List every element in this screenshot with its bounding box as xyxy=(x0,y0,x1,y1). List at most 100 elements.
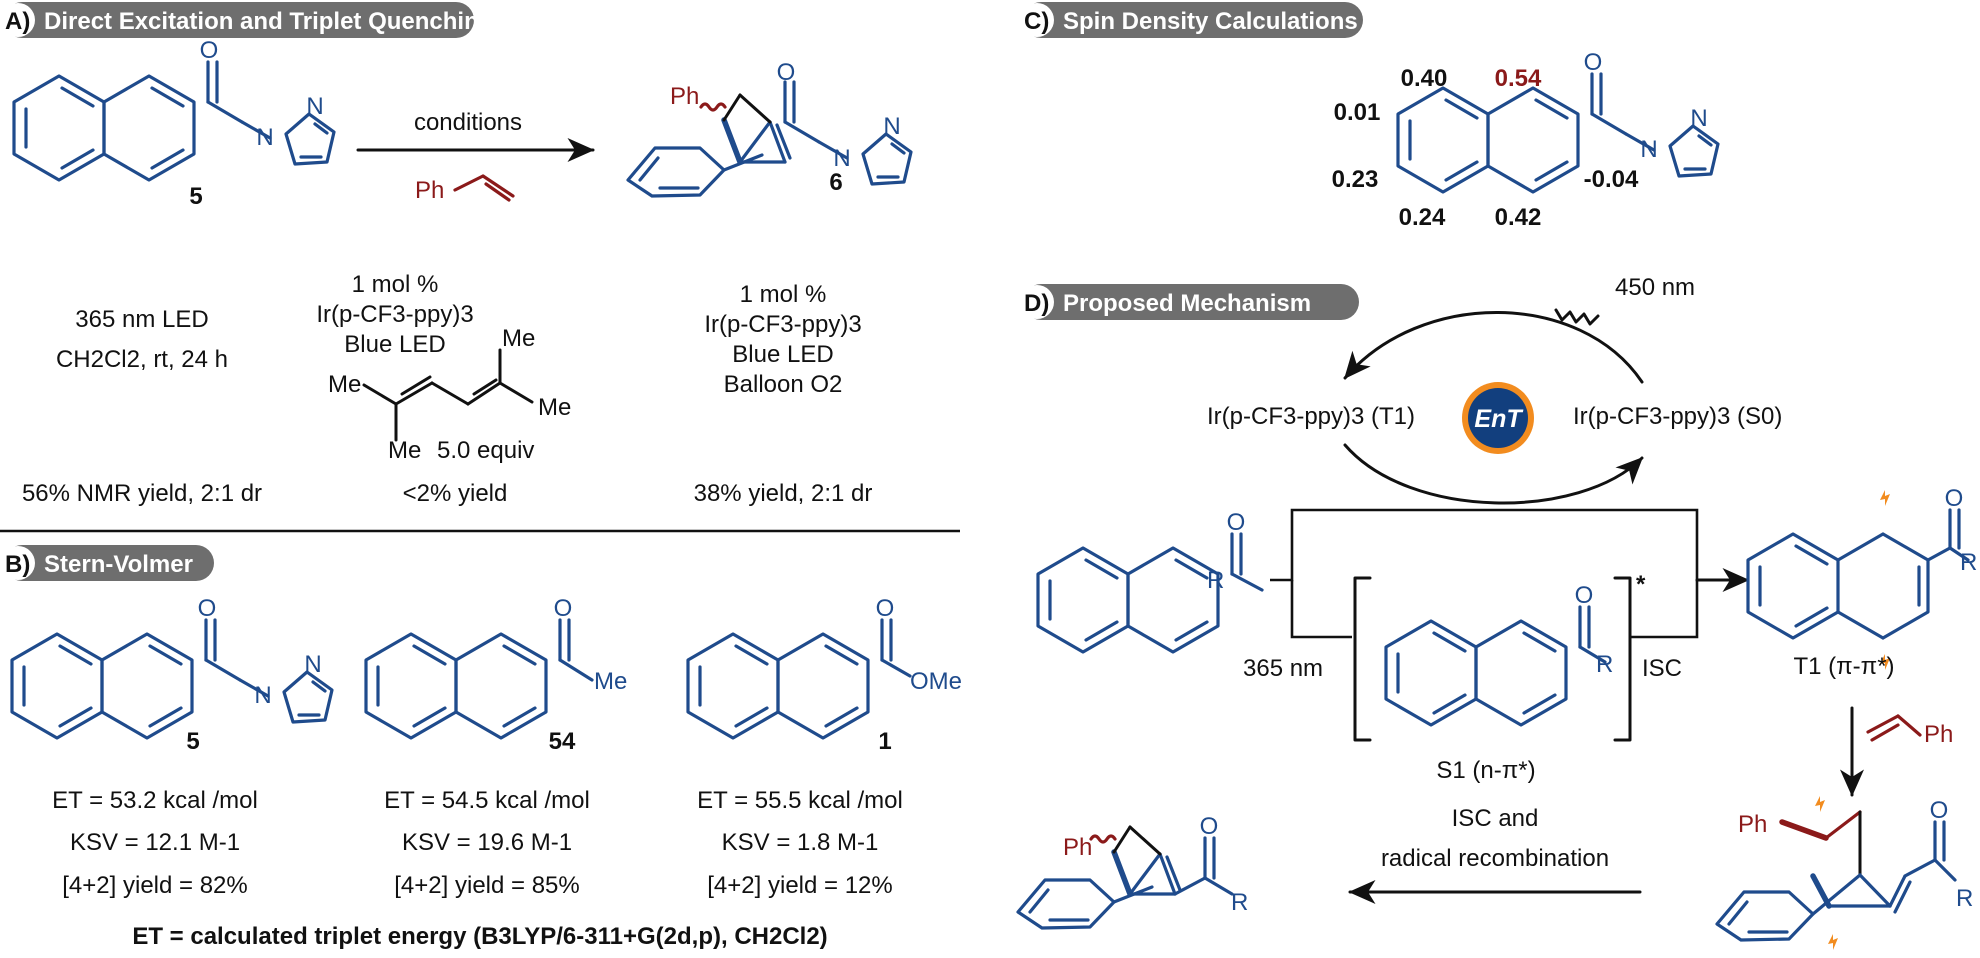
section-a-title: Direct Excitation and Triplet Quenching xyxy=(44,8,493,35)
styrene-adduct-biradical: O xyxy=(1715,797,1957,942)
sv-54-ksv: KSV = 19.6 M-1 xyxy=(402,829,572,856)
diene-me-4: Me xyxy=(538,394,571,421)
dimethylhexadiene-structure xyxy=(362,348,534,442)
sv-54-et: ET = 54.5 kcal /mol xyxy=(384,787,590,814)
svg-text:O: O xyxy=(1930,797,1949,824)
cond1-line2: CH2Cl2, rt, 24 h xyxy=(56,346,228,373)
product-6-structure: O N N xyxy=(626,59,913,198)
diene-me-3: Me xyxy=(502,325,535,352)
svg-text:N: N xyxy=(306,93,323,120)
ground-state-ketone: O xyxy=(1036,509,1264,654)
section-c-title: Spin Density Calculations xyxy=(1063,8,1358,35)
compound-6-number: 6 xyxy=(829,169,842,196)
cond3-line1: 1 mol % xyxy=(740,281,827,308)
section-b-title: Stern-Volmer xyxy=(44,551,193,578)
diene-me-2: Me xyxy=(388,437,421,464)
connector-top xyxy=(1270,508,1718,582)
styrene-ph-label: Ph xyxy=(415,177,444,204)
recombination-label-1: ISC and xyxy=(1452,805,1539,832)
isc-label: ISC xyxy=(1642,655,1682,682)
svg-text:O: O xyxy=(198,595,217,622)
sv-5-ksv: KSV = 12.1 M-1 xyxy=(70,829,240,856)
svg-text:O: O xyxy=(200,37,219,64)
cond3-line2: Ir(p-CF3-ppy)3 xyxy=(704,311,861,338)
spin-value-c5: 0.01 xyxy=(1334,99,1381,126)
arrow-label-conditions: conditions xyxy=(414,109,522,136)
svg-text:O: O xyxy=(876,595,895,622)
ent-badge: EnT xyxy=(1462,382,1534,454)
svg-text:N: N xyxy=(833,145,850,172)
final-cycloadduct: O xyxy=(1016,813,1234,930)
radical-electron-icon-ring xyxy=(1828,934,1838,950)
ent-label: EnT xyxy=(1474,405,1524,433)
spin-value-c4: 0.40 xyxy=(1401,65,1448,92)
section-d-letter: D) xyxy=(1024,290,1049,317)
radical-electron-icon-top xyxy=(1880,490,1890,506)
section-d-label: D) Proposed Mechanism xyxy=(1020,284,1359,320)
sv-54-yield: [4+2] yield = 85% xyxy=(394,872,579,899)
svg-text:O: O xyxy=(1584,49,1603,76)
product-ph-label: Ph xyxy=(670,83,699,110)
cond3-line3: Blue LED xyxy=(732,341,833,368)
s1-label: S1 (n-π*) xyxy=(1436,757,1535,784)
cond2-yield: <2% yield xyxy=(403,480,508,507)
compound-5-number: 5 xyxy=(189,183,202,210)
section-c-letter: C) xyxy=(1024,8,1049,35)
sv-compound-5-number: 5 xyxy=(186,728,199,755)
final-product-ph: Ph xyxy=(1063,834,1092,861)
adduct-r: R xyxy=(1956,885,1973,912)
substrate-5-structure: O N N xyxy=(12,37,336,182)
cond2-line2: Ir(p-CF3-ppy)3 xyxy=(316,301,473,328)
svg-text:O: O xyxy=(777,59,796,86)
styrene-ph: Ph xyxy=(1924,721,1953,748)
sv-1-ksv: KSV = 1.8 M-1 xyxy=(722,829,879,856)
adduct-ph: Ph xyxy=(1738,811,1767,838)
cond1-line1: 365 nm LED xyxy=(75,306,208,333)
t1-biradical: O xyxy=(1746,485,1970,640)
diene-me-1: Me xyxy=(328,371,361,398)
spin-value-c3: 0.42 xyxy=(1495,204,1542,231)
visible-light-label: 450 nm xyxy=(1615,274,1695,301)
t1-label: T1 (π-π*) xyxy=(1793,653,1894,680)
triplet-energy-footnote: ET = calculated triplet energy (B3LYP/6-… xyxy=(132,923,827,950)
connector-lower-right xyxy=(1630,580,1699,639)
svg-text:O: O xyxy=(1200,813,1219,840)
recombination-label-2: radical recombination xyxy=(1381,845,1609,872)
radical-electron-icon-benzylic xyxy=(1815,796,1825,812)
cycle-arrow-top xyxy=(1343,311,1644,384)
cycle-arrow-bottom xyxy=(1343,443,1644,505)
diene-equiv: 5.0 equiv xyxy=(437,437,534,464)
styrene-reagent: Ph xyxy=(415,174,515,204)
svg-text:N: N xyxy=(304,651,321,678)
cond3-yield: 38% yield, 2:1 dr xyxy=(694,480,873,507)
svg-text:N: N xyxy=(256,124,273,151)
cond3-line4: Balloon O2 xyxy=(724,371,843,398)
ir-t1-label: Ir(p-CF3-ppy)3 (T1) xyxy=(1207,403,1415,430)
sv-5-yield: [4+2] yield = 82% xyxy=(62,872,247,899)
section-b-label: B) Stern-Volmer xyxy=(1,545,214,581)
spin-value-c7: 0.24 xyxy=(1399,204,1446,231)
spin-value-c6: 0.23 xyxy=(1332,166,1379,193)
radical-electron-icon-bottom xyxy=(1880,654,1890,670)
s1-excited-mark: * xyxy=(1636,571,1646,598)
sv-1-et: ET = 55.5 kcal /mol xyxy=(697,787,903,814)
spin-value-c2: -0.04 xyxy=(1584,166,1639,193)
t1-r: R xyxy=(1960,549,1977,576)
spin-value-c1: 0.54 xyxy=(1495,65,1542,92)
section-a-label: A) Direct Excitation and Triplet Quenchi… xyxy=(1,2,493,38)
sv-1-yield: [4+2] yield = 12% xyxy=(707,872,892,899)
svg-text:N: N xyxy=(1640,136,1657,163)
svg-text:N: N xyxy=(883,113,900,140)
spin-density-structure: O N N xyxy=(1396,49,1720,194)
compound-54-substituent: Me xyxy=(594,668,627,695)
s1-excited-state: O xyxy=(1353,576,1632,742)
ground-state-r: R xyxy=(1207,567,1224,594)
section-b-letter: B) xyxy=(5,551,30,578)
sv-5-et: ET = 53.2 kcal /mol xyxy=(52,787,258,814)
svg-text:N: N xyxy=(1690,105,1707,132)
svg-text:O: O xyxy=(1227,509,1246,536)
cond2-line3: Blue LED xyxy=(344,331,445,358)
s1-r: R xyxy=(1596,651,1613,678)
uv-light-label: 365 nm xyxy=(1243,655,1323,682)
